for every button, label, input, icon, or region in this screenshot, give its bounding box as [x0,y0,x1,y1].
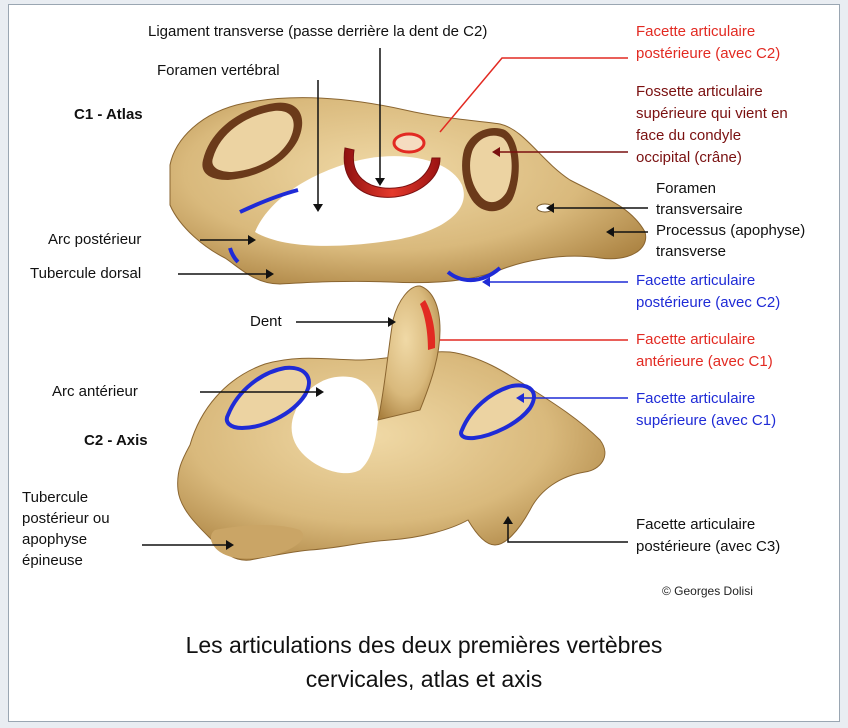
label-tubercule-post-line2: postérieur ou [22,510,110,528]
label-facette-ant-line1: Facette articulaire [636,331,755,349]
label-tubercule-post-line3: apophyse [22,531,87,549]
label-facette-ant-line2: antérieure (avec C1) [636,353,773,371]
label-processus-line2: transverse [656,243,726,261]
label-facette-post-c3-line1: Facette articulaire [636,516,755,534]
label-fossette-line4: occipital (crâne) [636,149,742,167]
label-c2-axis: C2 - Axis [84,432,148,450]
atlas-c1 [170,98,646,284]
label-fossette-line2: supérieure qui vient en [636,105,788,123]
label-arc-posterieur: Arc postérieur [48,231,141,249]
label-foramen-transversaire-line1: Foramen [656,180,716,198]
label-facette-post-c2-red-line2: postérieure (avec C2) [636,45,780,63]
label-ligament-transverse: Ligament transverse (passe derrière la d… [148,23,487,41]
label-tubercule-post-line1: Tubercule [22,489,88,507]
label-foramen-vertebral: Foramen vertébral [157,62,280,80]
label-facette-post-c2-blue-line1: Facette articulaire [636,272,755,290]
copyright-notice: © Georges Dolisi [662,584,753,598]
label-processus-line1: Processus (apophyse) [656,222,805,240]
label-tubercule-dorsal: Tubercule dorsal [30,265,141,283]
label-facette-post-c2-blue-line2: postérieure (avec C2) [636,294,780,312]
label-fossette-line3: face du condyle [636,127,741,145]
label-tubercule-post-line4: épineuse [22,552,83,570]
axis-c2 [178,286,605,560]
label-facette-post-c2-red-line1: Facette articulaire [636,23,755,41]
caption-line2: cervicales, atlas et axis [0,662,848,696]
label-facette-sup-line1: Facette articulaire [636,390,755,408]
label-facette-post-c3-line2: postérieure (avec C3) [636,538,780,556]
label-dent: Dent [250,313,282,331]
label-facette-sup-line2: supérieure (avec C1) [636,412,776,430]
label-fossette-line1: Fossette articulaire [636,83,763,101]
label-foramen-transversaire-line2: transversaire [656,201,743,219]
label-arc-anterieur: Arc antérieur [52,383,138,401]
label-c1-atlas: C1 - Atlas [74,106,143,124]
caption-line1: Les articulations des deux premières ver… [0,628,848,662]
